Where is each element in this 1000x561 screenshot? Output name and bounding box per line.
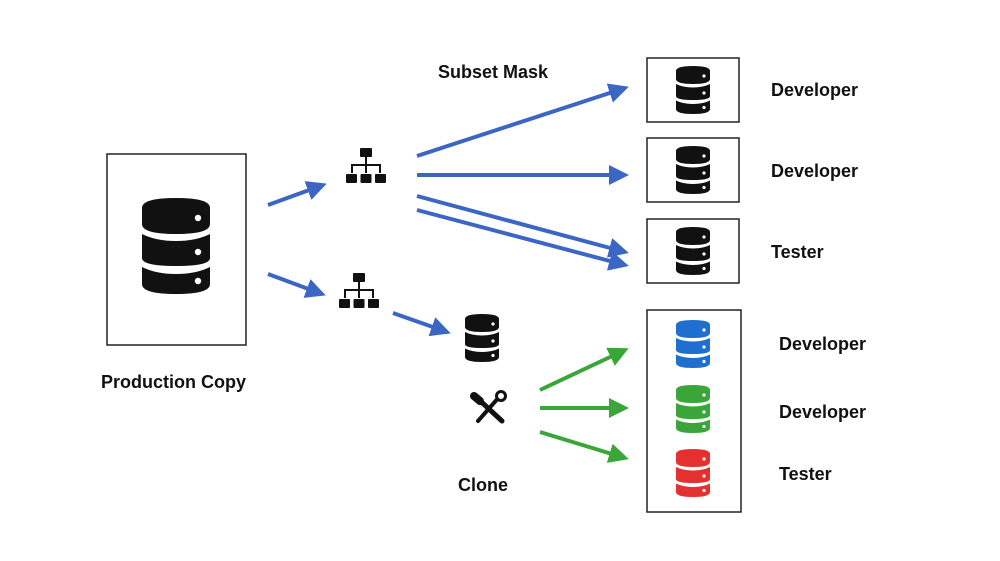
subset-arrows (267, 83, 629, 337)
clone-label: Clone (458, 475, 509, 495)
arrow-clone-to-target-1 (539, 347, 629, 392)
subset-hierarchy-icon (346, 148, 386, 183)
clone-target-3-role-label: Tester (779, 464, 832, 484)
production-copy-label: Production Copy (101, 372, 246, 392)
clone-target-2-database-icon (676, 385, 710, 433)
arrow-production-to-clone-mask (267, 272, 326, 298)
clone-target-1-role-label: Developer (779, 334, 867, 354)
target-2-role-label: Developer (771, 161, 859, 181)
clone-arrows (539, 347, 629, 463)
clone-hierarchy-icon (339, 273, 379, 308)
tools-icon (470, 390, 507, 424)
arrow-subset-to-target-3b (416, 208, 629, 271)
target-1-database-icon (676, 66, 710, 114)
arrow-subset-to-target-1 (416, 83, 629, 158)
target-1-role-label: Developer (771, 80, 859, 100)
arrow-production-to-subset (267, 181, 327, 207)
target-3-role-label: Tester (771, 242, 824, 262)
target-2-database-icon (676, 146, 710, 194)
clone-target-2-role-label: Developer (779, 402, 867, 422)
clone-target-3-database-icon (676, 449, 710, 497)
clone-target-1-database-icon (676, 320, 710, 368)
arrow-mask-to-clone-source (392, 311, 451, 337)
target-3-database-icon (676, 227, 710, 275)
arrow-clone-to-target-3 (539, 430, 629, 463)
subset-mask-label: Subset Mask (438, 62, 549, 82)
clone-source-database-icon (465, 314, 499, 362)
production-database-icon (142, 198, 210, 294)
arrow-subset-to-target-3a (416, 194, 629, 258)
